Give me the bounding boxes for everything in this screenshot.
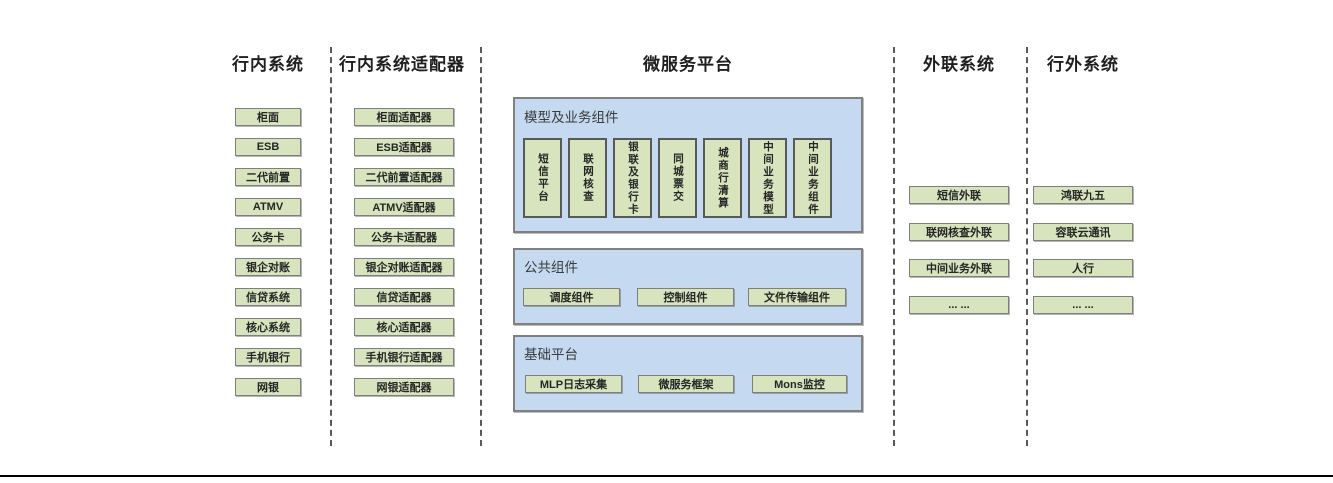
adapter-node: 网银适配器 <box>354 378 454 396</box>
model-component-node: 中间业务模型 <box>748 138 787 218</box>
column-header-adapters: 行内系统适配器 <box>339 55 465 74</box>
column-header-platform: 微服务平台 <box>643 55 733 74</box>
common-components-group <box>513 248 863 325</box>
model-component-node: 联网核查 <box>568 138 607 218</box>
inbank-system-node: 核心系统 <box>235 318 301 336</box>
adapter-node: 核心适配器 <box>354 318 454 336</box>
external-link-node: 短信外联 <box>909 186 1009 204</box>
model-business-components-label: 模型及业务组件 <box>524 110 619 125</box>
model-component-node: 中间业务组件 <box>793 138 832 218</box>
inbank-system-node: 柜面 <box>235 108 301 126</box>
common-component-node: 控制组件 <box>637 288 734 306</box>
inbank-system-node: ATMV <box>235 198 301 216</box>
inbank-system-node: 二代前置 <box>235 168 301 186</box>
adapter-node: 手机银行适配器 <box>354 348 454 366</box>
external-link-node: 联网核查外联 <box>909 223 1009 241</box>
inbank-system-node: 手机银行 <box>235 348 301 366</box>
model-component-node: 银联及银行卡 <box>613 138 652 218</box>
external-link-node: 中间业务外联 <box>909 259 1009 277</box>
outbank-system-node: 鸿联九五 <box>1033 186 1133 204</box>
inbank-system-node: 信贷系统 <box>235 288 301 306</box>
adapter-node: 银企对账适配器 <box>354 258 454 276</box>
adapter-node: ATMV适配器 <box>354 198 454 216</box>
model-component-node: 同城票交 <box>658 138 697 218</box>
base-platform-node: Mons监控 <box>752 375 847 393</box>
common-component-node: 调度组件 <box>523 288 620 306</box>
outbank-system-node: 容联云通讯 <box>1033 223 1133 241</box>
column-divider <box>330 47 332 446</box>
outbank-system-node: 人行 <box>1033 259 1133 277</box>
base-platform-group <box>513 335 863 412</box>
column-divider <box>893 47 895 446</box>
inbank-system-node: 网银 <box>235 378 301 396</box>
outbank-system-node: ... ... <box>1033 296 1133 314</box>
adapter-node: 公务卡适配器 <box>354 228 454 246</box>
common-components-label: 公共组件 <box>524 260 578 275</box>
inbank-system-node: 公务卡 <box>235 228 301 246</box>
external-link-node: ... ... <box>909 296 1009 314</box>
inbank-system-node: ESB <box>235 138 301 156</box>
inbank-system-node: 银企对账 <box>235 258 301 276</box>
model-component-node: 城商行清算 <box>703 138 742 218</box>
adapter-node: 柜面适配器 <box>354 108 454 126</box>
column-header-outbank: 行外系统 <box>1047 55 1119 74</box>
adapter-node: ESB适配器 <box>354 138 454 156</box>
base-platform-node: 微服务框架 <box>638 375 734 393</box>
base-platform-node: MLP日志采集 <box>525 375 622 393</box>
adapter-node: 信贷适配器 <box>354 288 454 306</box>
column-header-external-link: 外联系统 <box>923 55 995 74</box>
column-header-inbank: 行内系统 <box>232 55 304 74</box>
column-divider <box>480 47 482 446</box>
base-platform-label: 基础平台 <box>524 347 578 362</box>
model-component-node: 短信平台 <box>523 138 562 218</box>
common-component-node: 文件传输组件 <box>748 288 846 306</box>
adapter-node: 二代前置适配器 <box>354 168 454 186</box>
column-divider <box>1026 47 1028 446</box>
bottom-rule <box>0 475 1333 477</box>
